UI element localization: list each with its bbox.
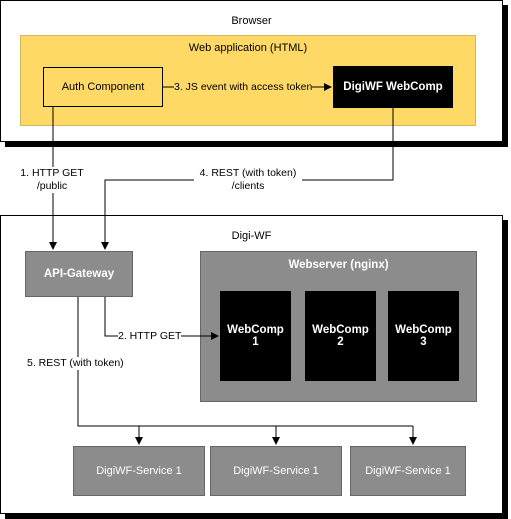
label-http-get-public-line2: /public bbox=[36, 180, 68, 192]
digiwf-service-c: DigiWF-Service 1 bbox=[350, 446, 466, 496]
digiwf-service-a-label: DigiWF-Service 1 bbox=[96, 465, 182, 477]
label-rest-clients-line2: /clients bbox=[231, 180, 265, 192]
label-rest-clients-line1: 4. REST (with token) bbox=[199, 167, 297, 179]
label-http-get-webcomp: 2. HTTP GET bbox=[118, 330, 182, 343]
digiwf-service-b-label: DigiWF-Service 1 bbox=[233, 465, 319, 477]
edge-rest-services bbox=[77, 297, 413, 427]
label-http-get-public: 1. HTTP GET /public bbox=[15, 167, 89, 193]
webcomp-1-line2: 1 bbox=[252, 336, 259, 348]
label-rest-token: 5. REST (with token) bbox=[27, 357, 124, 370]
webserver-title: Webserver (nginx) bbox=[288, 259, 389, 271]
digiwf-title: Digi-WF bbox=[231, 230, 272, 242]
digiwf-service-b: DigiWF-Service 1 bbox=[210, 446, 342, 496]
webcomp-2: WebComp 2 bbox=[305, 291, 376, 381]
label-js-event: 3. JS event with access token bbox=[174, 81, 313, 94]
api-gateway: API-Gateway bbox=[25, 251, 133, 297]
auth-component-label: Auth Component bbox=[61, 81, 145, 93]
webcomp-3-line1: WebComp bbox=[395, 324, 452, 336]
digiwf-service-c-label: DigiWF-Service 1 bbox=[365, 465, 451, 477]
webcomp-3: WebComp 3 bbox=[388, 291, 459, 381]
webcomp-2-line2: 2 bbox=[337, 336, 344, 348]
webcomp-2-line1: WebComp bbox=[312, 324, 369, 336]
webcomp-3-line2: 3 bbox=[420, 336, 427, 348]
digiwf-webcomp: DigiWF WebComp bbox=[333, 66, 453, 108]
webcomp-1: WebComp 1 bbox=[220, 291, 291, 381]
label-http-get-public-line1: 1. HTTP GET bbox=[20, 167, 84, 179]
web-application-title: Web application (HTML) bbox=[188, 42, 308, 54]
browser-title: Browser bbox=[231, 15, 272, 27]
label-rest-clients: 4. REST (with token) /clients bbox=[194, 167, 302, 193]
api-gateway-label: API-Gateway bbox=[43, 268, 115, 280]
digiwf-service-a: DigiWF-Service 1 bbox=[73, 446, 205, 496]
auth-component: Auth Component bbox=[43, 67, 163, 107]
digiwf-webcomp-label: DigiWF WebComp bbox=[343, 81, 443, 93]
webcomp-1-line1: WebComp bbox=[227, 324, 284, 336]
